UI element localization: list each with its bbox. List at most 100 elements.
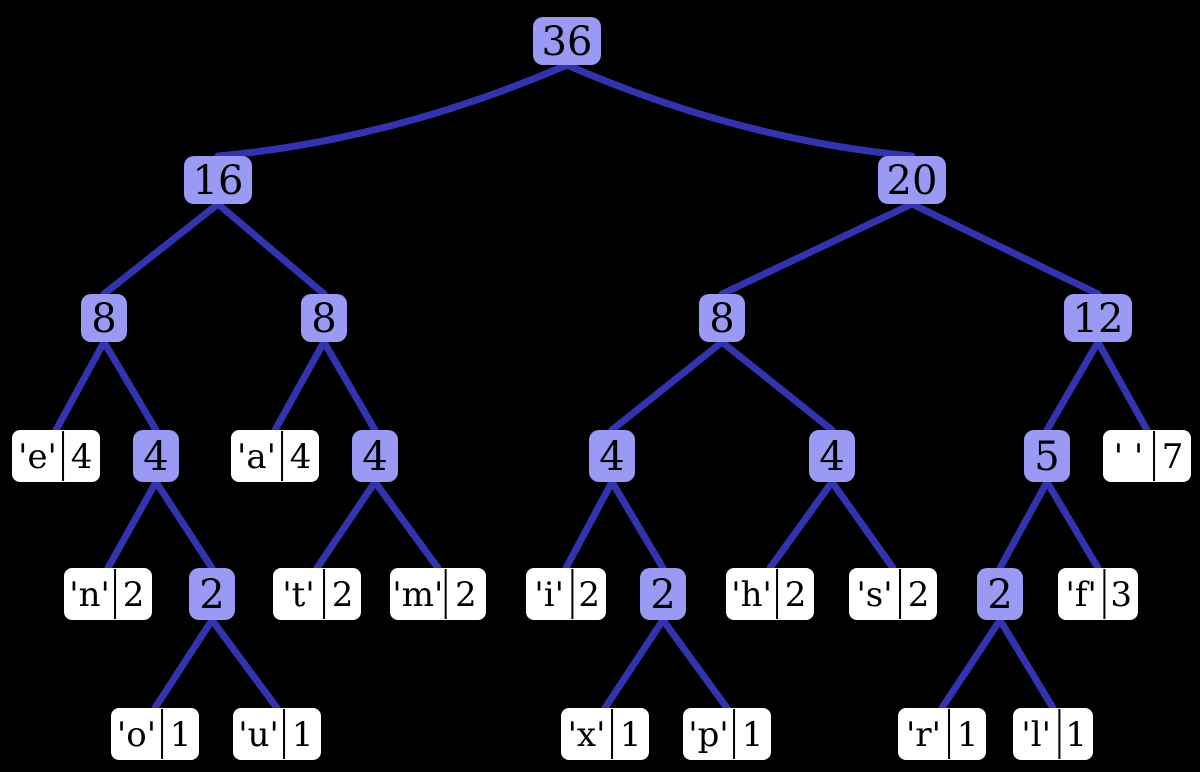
leaf-background (64, 568, 152, 620)
leaf-node-[interactable]: ' '7 (1103, 430, 1191, 482)
internal-node-36[interactable]: 36 (533, 17, 601, 65)
leaf-symbol-label: 'r' (906, 715, 941, 755)
internal-node-2[interactable]: 2 (189, 568, 235, 620)
tree-edge (718, 200, 916, 298)
leaf-node-o[interactable]: 'o'1 (111, 708, 199, 760)
leaf-background (111, 708, 199, 760)
leaf-symbol-label: 'a' (237, 437, 276, 477)
leaf-node-x[interactable]: 'x'1 (561, 708, 649, 760)
internal-node-5[interactable]: 5 (1024, 430, 1070, 482)
tree-edge (100, 338, 160, 434)
leaf-symbol-label: 'p' (688, 715, 728, 755)
leaf-symbol-label: 'n' (69, 575, 110, 615)
leaf-background (726, 568, 814, 620)
node-background (184, 156, 252, 204)
internal-node-20[interactable]: 20 (878, 156, 946, 204)
leaf-symbol-label: 's' (856, 575, 892, 615)
leaf-frequency-label: 4 (290, 437, 312, 477)
internal-node-4[interactable]: 4 (352, 430, 398, 482)
tree-edge (563, 61, 916, 160)
internal-node-12[interactable]: 12 (1064, 294, 1132, 342)
node-background (589, 430, 635, 482)
node-weight-label: 8 (709, 296, 734, 342)
internal-node-4[interactable]: 4 (133, 430, 179, 482)
leaf-background (898, 708, 986, 760)
node-background (878, 156, 946, 204)
leaf-node-s[interactable]: 's'2 (849, 568, 937, 620)
leaf-node-p[interactable]: 'p'1 (683, 708, 771, 760)
leaf-node-i[interactable]: 'i' 2 (526, 568, 606, 620)
leaf-node-l[interactable]: 'l'1 (1013, 708, 1093, 760)
node-weight-label: 20 (887, 158, 938, 204)
leaf-node-u[interactable]: 'u' 1 (233, 708, 321, 760)
tree-edge (938, 616, 1004, 712)
leaf-frequency-label: 4 (71, 437, 93, 477)
internal-node-2[interactable]: 2 (640, 568, 686, 620)
leaf-symbol-label: 't' (282, 575, 314, 615)
leaf-node-r[interactable]: 'r'1 (898, 708, 986, 760)
internal-node-8[interactable]: 8 (699, 294, 745, 342)
internal-node-16[interactable]: 16 (184, 156, 252, 204)
leaf-node-h[interactable]: 'h'2 (726, 568, 814, 620)
node-background (189, 568, 235, 620)
leaf-symbol-label: 'h' (731, 575, 772, 615)
node-weight-label: 8 (311, 296, 336, 342)
tree-edge (996, 478, 1051, 572)
leaf-symbol-label: 'f' (1066, 575, 1097, 615)
internal-node-4[interactable]: 4 (589, 430, 635, 482)
leaf-background (526, 568, 606, 620)
tree-edge (908, 200, 1102, 298)
node-background (809, 430, 855, 482)
node-background (977, 568, 1023, 620)
leaf-frequency-label: 2 (578, 575, 600, 615)
node-weight-label: 4 (143, 434, 168, 480)
leaf-symbol-label: 'x' (568, 715, 606, 755)
node-background (1064, 294, 1132, 342)
tree-edge (1094, 338, 1151, 434)
tree-edge (313, 478, 379, 572)
leaf-background (849, 568, 937, 620)
edge-layer (52, 61, 1151, 712)
node-background (533, 17, 601, 65)
leaf-frequency-label: 1 (292, 715, 314, 755)
leaf-background (231, 430, 319, 482)
node-weight-label: 2 (650, 572, 675, 618)
leaf-node-m[interactable]: 'm'2 (390, 568, 486, 620)
node-background (1024, 430, 1070, 482)
node-background (699, 294, 745, 342)
leaf-frequency-label: 3 (1110, 575, 1132, 615)
leaf-symbol-label: ' ' (1114, 437, 1144, 477)
leaf-node-a[interactable]: 'a' 4 (231, 430, 319, 482)
leaf-background (1103, 430, 1191, 482)
tree-edge (828, 478, 897, 572)
leaf-background (233, 708, 321, 760)
tree-edge (214, 200, 328, 298)
leaf-node-f[interactable]: 'f' 3 (1058, 568, 1138, 620)
tree-edge (214, 61, 571, 160)
node-weight-label: 2 (987, 572, 1012, 618)
tree-edge (208, 616, 281, 712)
tree-edge (52, 338, 108, 434)
node-background (640, 568, 686, 620)
leaf-symbol-label: 'u' (238, 715, 279, 755)
leaf-symbol-label: 'm' (392, 575, 443, 615)
internal-node-8[interactable]: 8 (301, 294, 347, 342)
internal-node-2[interactable]: 2 (977, 568, 1023, 620)
tree-edge (371, 478, 442, 572)
leaf-node-n[interactable]: 'n'2 (64, 568, 152, 620)
internal-node-4[interactable]: 4 (809, 430, 855, 482)
leaf-symbol-label: 'i' (534, 575, 564, 615)
tree-edge (562, 478, 616, 572)
tree-edge (1043, 478, 1102, 572)
node-weight-label: 4 (819, 434, 844, 480)
leaf-node-t[interactable]: 't'2 (273, 568, 361, 620)
leaf-symbol-label: 'l' (1021, 715, 1051, 755)
node-background (352, 430, 398, 482)
internal-node-8[interactable]: 8 (81, 294, 127, 342)
leaf-symbol-label: 'e' (18, 437, 57, 477)
tree-edge (718, 338, 836, 434)
node-weight-label: 2 (199, 572, 224, 618)
node-weight-label: 8 (91, 296, 116, 342)
leaf-node-e[interactable]: 'e' 4 (12, 430, 100, 482)
